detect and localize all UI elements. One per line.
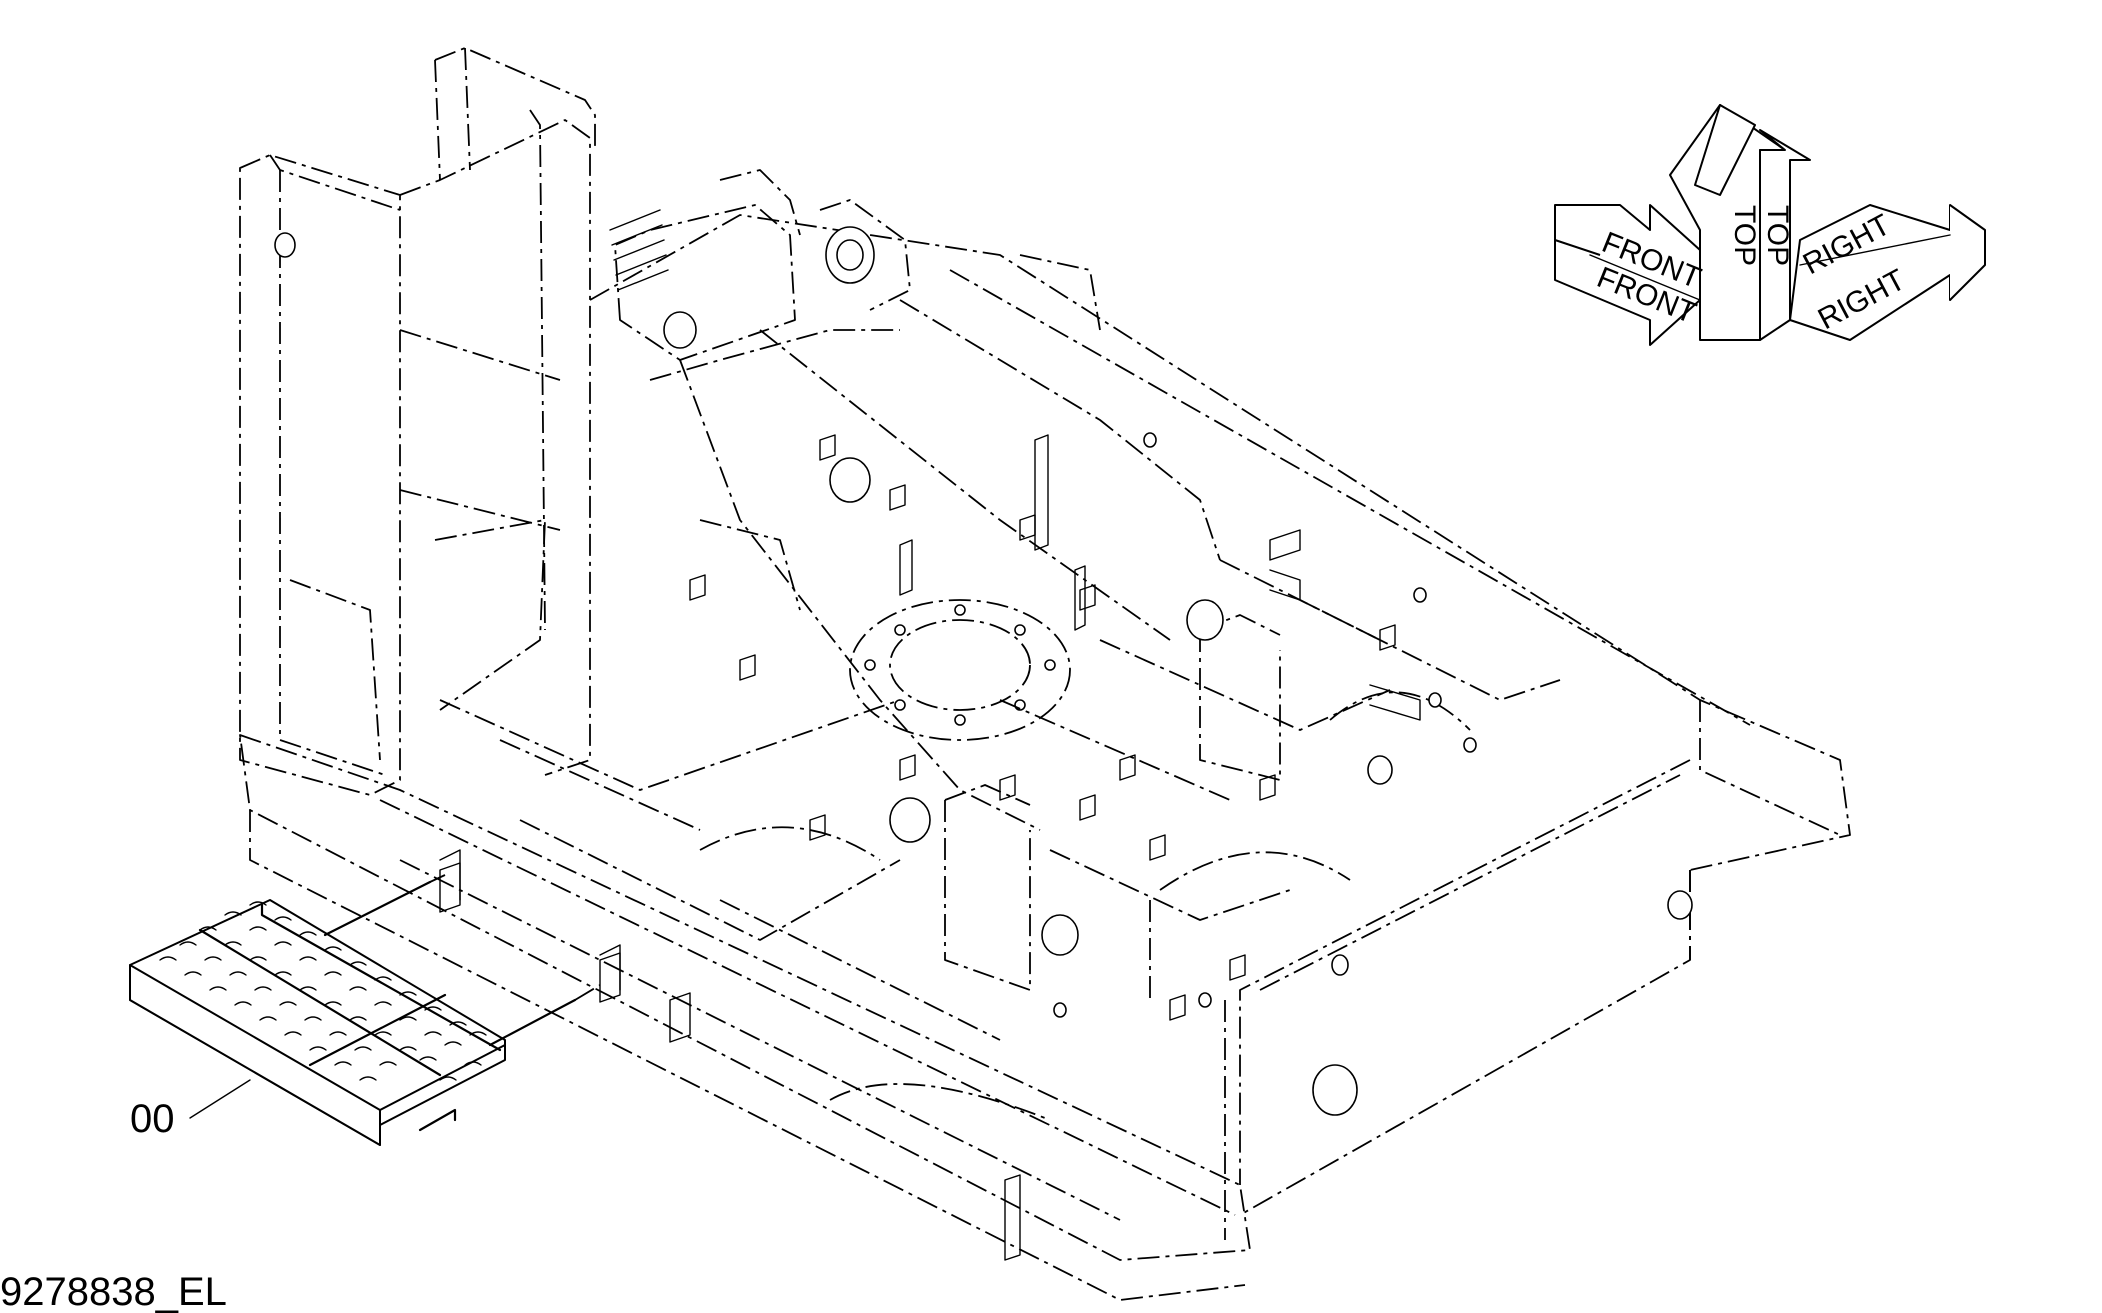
step-grating-part (129, 899, 506, 1146)
callout-label: 00 (130, 1097, 175, 1141)
orientation-top-left: TOP (1728, 205, 1761, 266)
drawing-id: 9278838_EL (0, 1270, 227, 1313)
orientation-indicator: FRONT FRONT TOP TOP RIGHT RIGHT (1554, 104, 1986, 346)
mounting-leader-lines (323, 849, 621, 1047)
orientation-top-right: TOP (1761, 205, 1794, 266)
machine-frame-phantom (239, 47, 1851, 1301)
callout-leader (189, 1079, 251, 1119)
